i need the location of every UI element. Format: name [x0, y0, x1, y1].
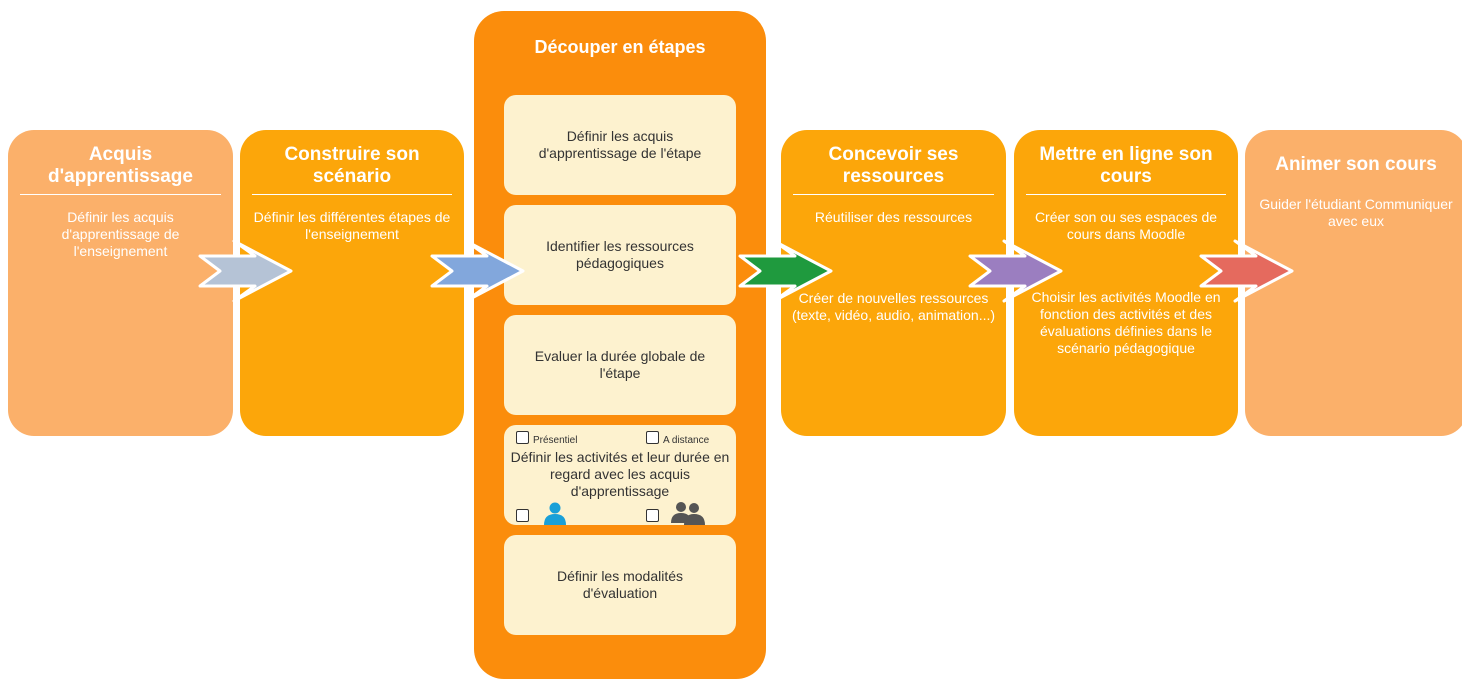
step-5-text: Définir les modalités d'évaluation — [556, 568, 684, 601]
step-define-acquis: Définir les acquis d'apprentissage de l'… — [504, 95, 736, 195]
presentiel-label: Présentiel — [533, 435, 578, 446]
card-ressources-title: Concevoir ses ressources — [793, 130, 994, 195]
step-evaluate-duration: Evaluer la durée globale de l'étape — [504, 315, 736, 415]
card-ressources: Concevoir ses ressources Réutiliser des … — [781, 130, 1006, 436]
group-checkbox[interactable] — [646, 509, 659, 522]
card-animer-text: Guider l'étudiant Communiquer avec eux — [1259, 196, 1453, 229]
card-acquis-title: Acquis d'apprentissage — [20, 130, 221, 195]
step-3-text: Evaluer la durée globale de l'étape — [534, 348, 706, 381]
step-define-evaluation: Définir les modalités d'évaluation — [504, 535, 736, 635]
person-icon — [544, 502, 566, 525]
card-scenario-title: Construire son scénario — [252, 130, 452, 195]
card-scenario: Construire son scénario Définir les diff… — [240, 130, 464, 436]
step-4-text: Définir les activités et leur durée en r… — [510, 449, 730, 499]
individual-checkbox[interactable] — [516, 509, 529, 522]
card-enligne-title: Mettre en ligne son cours — [1026, 130, 1226, 195]
step-define-activities: Présentiel A distance Définir les activi… — [504, 425, 736, 525]
step-identify-resources: Identifier les ressources pédagogiques — [504, 205, 736, 305]
center-column: Découper en étapes Définir les acquis d'… — [474, 11, 766, 679]
card-enligne-text-1: Créer son ou ses espaces de cours dans M… — [1034, 209, 1218, 242]
distance-checkbox[interactable] — [646, 431, 659, 444]
card-acquis-text: Définir les acquis d'apprentissage de l'… — [61, 209, 180, 259]
presentiel-checkbox[interactable] — [516, 431, 529, 444]
distance-label: A distance — [663, 435, 710, 446]
card-animer: Animer son cours Guider l'étudiant Commu… — [1245, 130, 1462, 436]
step-1-text: Définir les acquis d'apprentissage de l'… — [538, 128, 702, 161]
card-ressources-text-1: Réutiliser des ressources — [814, 209, 973, 225]
step-2-text: Identifier les ressources pédagogiques — [546, 238, 694, 271]
card-animer-title: Animer son cours — [1275, 154, 1437, 175]
card-scenario-text: Définir les différentes étapes de l'ense… — [253, 209, 451, 242]
card-enligne: Mettre en ligne son cours Créer son ou s… — [1014, 130, 1238, 436]
center-title: Découper en étapes — [534, 37, 706, 57]
group-icon — [671, 502, 705, 525]
card-enligne-text-2: Choisir les activités Moodle en fonction… — [1031, 289, 1221, 356]
card-acquis: Acquis d'apprentissage Définir les acqui… — [8, 130, 233, 436]
card-ressources-text-2: Créer de nouvelles ressources (texte, vi… — [791, 290, 996, 323]
